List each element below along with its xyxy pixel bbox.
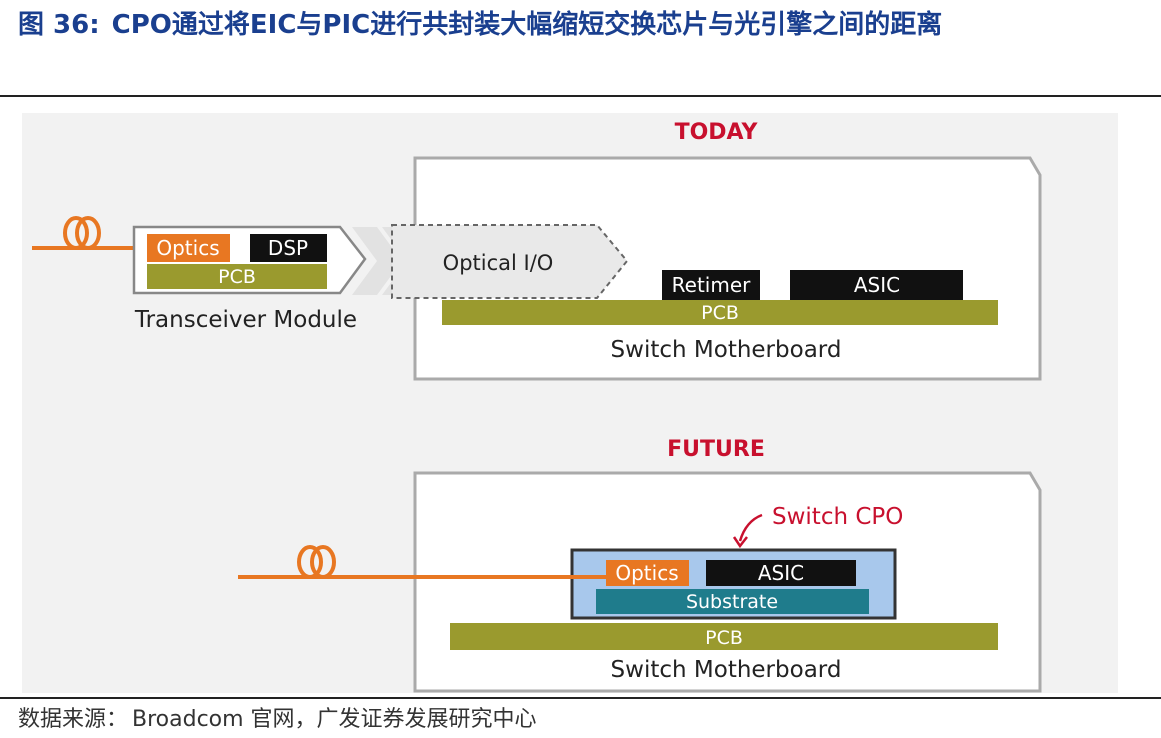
today-fiber-coil-icon (63, 216, 101, 250)
chevron-arrow-icon (352, 227, 402, 295)
future-heading: FUTURE (667, 437, 765, 462)
source-label: 数据来源： (18, 707, 129, 732)
future-switch-motherboard-label: Switch Motherboard (611, 657, 842, 683)
cpo-optics-label: Optics (615, 561, 678, 585)
cpo-substrate-block (596, 589, 869, 614)
figure-number: 图 36: (18, 10, 100, 40)
cpo-substrate-label: Substrate (686, 591, 778, 613)
today-asic-chip (790, 270, 963, 300)
retimer-label: Retimer (672, 273, 751, 297)
bottom-rule (0, 697, 1161, 699)
today-board-pcb (442, 300, 998, 325)
cpo-pointer-arrow-icon (732, 536, 748, 549)
source-text: Broadcom 官网，广发证券发展研究中心 (132, 707, 537, 732)
transceiver-module-label: Transceiver Module (134, 307, 357, 333)
today-switch-motherboard-label: Switch Motherboard (611, 337, 842, 363)
top-rule (0, 95, 1161, 97)
retimer-chip (662, 270, 760, 300)
future-board-pcb (450, 623, 998, 650)
optical-io-label: Optical I/O (443, 251, 554, 275)
cpo-diagram: TODAY Optics DSP PCB Transceiver Module … (22, 113, 1118, 693)
future-board-pcb-label: PCB (705, 627, 743, 649)
module-pcb-label: PCB (218, 266, 256, 288)
module-dsp-label: DSP (268, 236, 308, 260)
source-note: 数据来源：Broadcom 官网，广发证券发展研究中心 (18, 703, 537, 737)
cpo-pointer-line (738, 513, 763, 542)
module-optics-block (147, 234, 230, 262)
cpo-asic-label: ASIC (758, 561, 804, 585)
today-board-pcb-label: PCB (701, 302, 739, 324)
cpo-asic-block (706, 560, 856, 586)
module-dsp-block (250, 234, 327, 262)
future-fiber-coil-icon (297, 545, 336, 579)
module-pcb-block (147, 264, 327, 289)
switch-cpo-label: Switch CPO (772, 504, 903, 530)
optical-io-cage (391, 224, 629, 299)
figure-caption: 图 36: CPO通过将EIC与PIC进行共封装大幅缩短交换芯片与光引擎之间的距离 (18, 2, 1148, 48)
module-optics-label: Optics (156, 236, 219, 260)
today-heading: TODAY (675, 120, 759, 145)
today-asic-label: ASIC (854, 273, 900, 297)
figure-title: CPO通过将EIC与PIC进行共封装大幅缩短交换芯片与光引擎之间的距离 (111, 10, 943, 40)
cpo-optics-block (606, 560, 689, 586)
